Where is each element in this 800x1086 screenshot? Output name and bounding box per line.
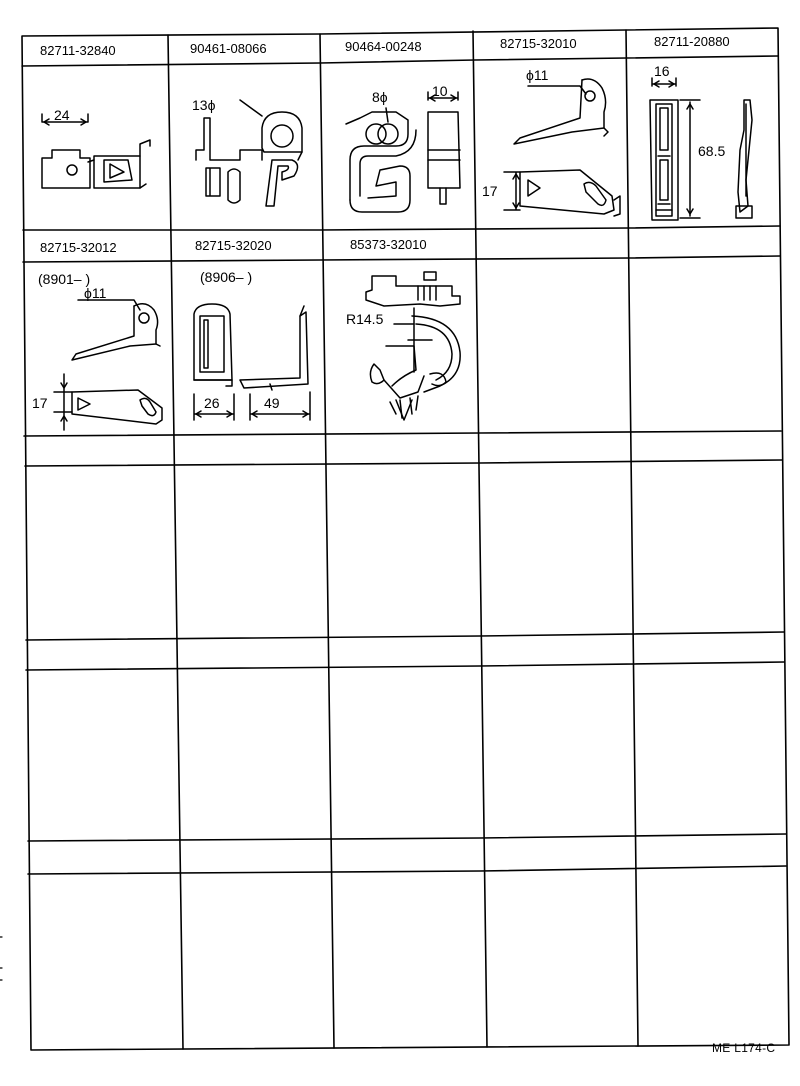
table-grid xyxy=(21,27,790,1051)
part-number-2: 90461-08066 xyxy=(190,41,267,56)
dim-label: 10 xyxy=(432,83,448,99)
part-drawing-82715-32020 xyxy=(193,303,311,421)
dim-label: 8ϕ xyxy=(372,89,388,105)
sheet-code: ME L174-C xyxy=(712,1041,776,1055)
part-drawing-82711-20880 xyxy=(649,77,753,221)
date-note: (8901– ) xyxy=(38,271,90,287)
part-number-1: 82711-32840 xyxy=(40,43,116,58)
margin-marks xyxy=(0,936,3,981)
dim-label: 16 xyxy=(654,63,670,79)
part-number-headers: 82711-32840 90461-08066 90464-00248 8271… xyxy=(40,34,730,255)
part-drawing-82711-32840 xyxy=(41,113,151,189)
part-number-7: 82715-32020 xyxy=(195,238,272,253)
date-note: (8906– ) xyxy=(200,269,252,285)
dim-label: 17 xyxy=(32,395,48,411)
part-drawing-90464-00248 xyxy=(345,91,461,213)
dim-label: 49 xyxy=(264,395,280,411)
part-number-4: 82715-32010 xyxy=(500,36,577,51)
dim-label: 68.5 xyxy=(698,143,725,159)
part-number-5: 82711-20880 xyxy=(654,34,730,49)
dim-label: 24 xyxy=(54,107,70,123)
part-number-3: 90464-00248 xyxy=(345,39,422,54)
part-drawing-90461-08066 xyxy=(195,99,303,207)
part-drawing-82715-32010 xyxy=(503,78,621,217)
dim-label: R14.5 xyxy=(346,311,384,327)
part-number-8: 85373-32010 xyxy=(350,237,427,252)
dim-label: 26 xyxy=(204,395,220,411)
dim-label: 17 xyxy=(482,183,498,199)
part-number-6: 82715-32012 xyxy=(40,240,117,255)
dim-label: 13ϕ xyxy=(192,97,216,113)
part-drawing-82715-32012 xyxy=(53,299,163,431)
dim-label: ϕ11 xyxy=(84,285,107,301)
dim-label: ϕ11 xyxy=(526,67,549,83)
part-drawing-85373-32010 xyxy=(365,271,461,421)
